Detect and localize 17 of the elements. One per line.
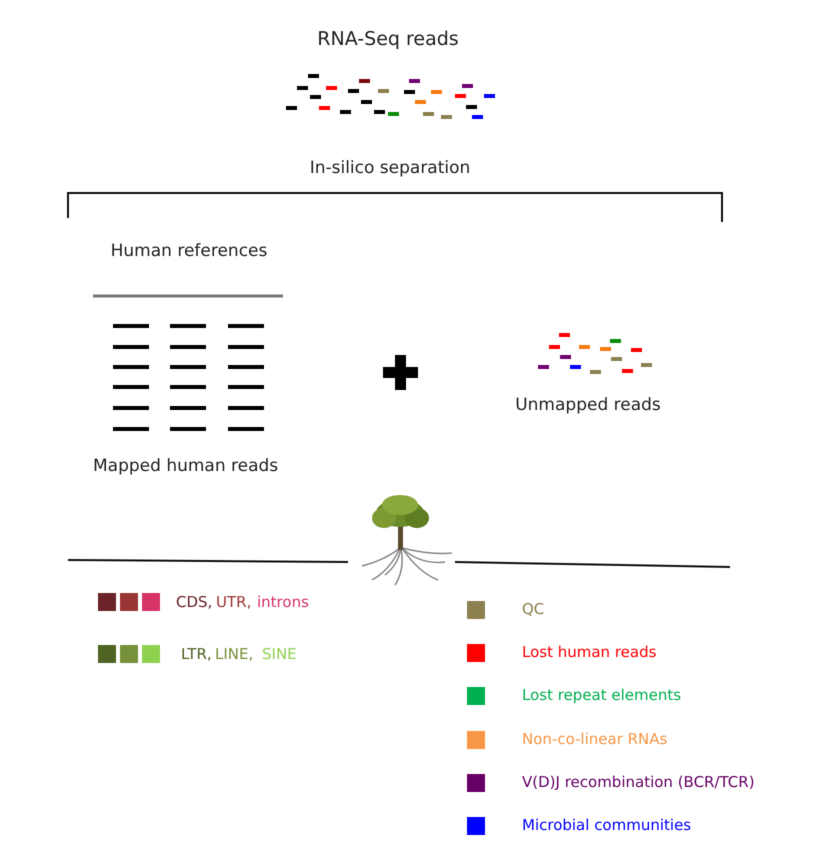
legend-label: Lost human reads xyxy=(522,643,656,662)
legend-label: SINE xyxy=(262,645,297,663)
legend-label: Non-co-linear RNAs xyxy=(522,730,668,748)
caption-text: Mapped human reads xyxy=(93,456,278,477)
caption-text: Unmapped reads xyxy=(515,395,661,416)
legend-label: V(D)J recombination (BCR/TCR) xyxy=(522,772,755,791)
legend-label: LTR, xyxy=(181,645,212,663)
caption-text: Human references xyxy=(110,241,268,262)
legend-label: QC xyxy=(522,600,544,618)
caption-text: RNA-Seq reads xyxy=(317,28,459,51)
legend-label: UTR, xyxy=(216,593,252,611)
legend-label: introns xyxy=(257,593,309,611)
legend-label: LINE, xyxy=(215,645,254,663)
legend-label: Microbial communities xyxy=(522,816,692,834)
legend-label: CDS, xyxy=(176,593,212,611)
legend-label: Lost repeat elements xyxy=(522,686,682,704)
caption-text: In-silico separation xyxy=(310,158,470,179)
